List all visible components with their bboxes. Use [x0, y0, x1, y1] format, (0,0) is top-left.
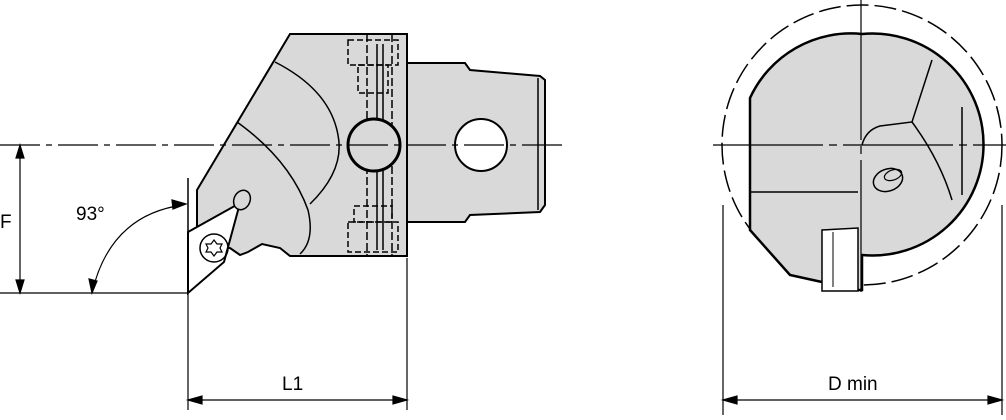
label-f: F	[0, 212, 12, 233]
end-dimensions	[720, 205, 1005, 415]
end-body	[748, 32, 985, 292]
label-angle: 93°	[76, 204, 105, 225]
label-l1: L1	[282, 374, 303, 395]
side-view	[187, 33, 546, 296]
side-dimensions	[0, 142, 565, 410]
label-d-min: D min	[828, 374, 878, 395]
torx-icon	[205, 239, 223, 257]
end-view	[713, 0, 1006, 292]
insert-screw	[199, 233, 229, 263]
coolant-hole	[872, 167, 904, 193]
